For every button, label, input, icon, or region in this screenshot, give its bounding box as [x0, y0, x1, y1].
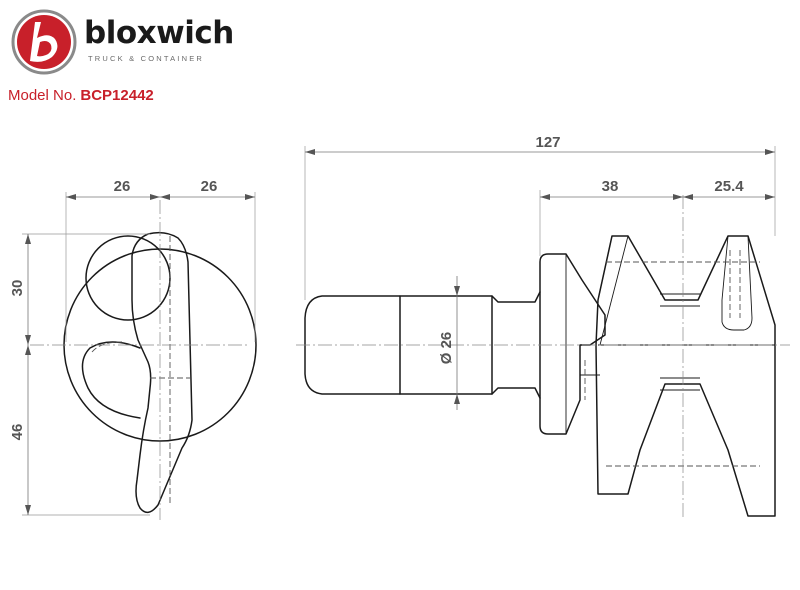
- dim-shank-diameter: Ø 26: [438, 332, 455, 365]
- brand-name: bloxwich: [84, 15, 234, 51]
- side-notch-bottom: [660, 377, 700, 391]
- front-view: 26 26 30 46: [9, 178, 257, 520]
- side-head-arrow: [765, 194, 775, 200]
- front-height-arrow: [25, 505, 31, 515]
- side-shank-end: [304, 295, 401, 395]
- model-number-label: Model No.BCP12442: [8, 87, 154, 104]
- side-diameter-arrow: [454, 286, 460, 296]
- front-upper-knob: [85, 235, 171, 321]
- side-neck: [491, 291, 541, 399]
- side-view: Ø 26 127 38 25.4: [296, 134, 790, 520]
- front-width-arrow: [160, 194, 170, 200]
- dim-head-length: 38: [602, 178, 619, 195]
- front-height-arrow: [25, 345, 31, 355]
- side-head-arrow: [683, 194, 693, 200]
- model-number: BCP12442: [80, 87, 154, 104]
- front-width-arrow: [245, 194, 255, 200]
- front-hook-hidden: [91, 341, 123, 353]
- model-label: Model No.: [8, 87, 77, 104]
- dim-front-width-right: 26: [201, 178, 218, 195]
- dim-front-height-lower: 46: [9, 424, 26, 441]
- front-height-arrow: [25, 335, 31, 345]
- bloxwich-logo: [11, 9, 77, 75]
- side-collar: [539, 253, 606, 435]
- side-diameter-arrow: [454, 394, 460, 404]
- side-notch-top: [660, 293, 700, 307]
- front-height-arrow: [25, 234, 31, 244]
- front-width-arrow: [66, 194, 76, 200]
- dim-tip-length: 25.4: [714, 178, 744, 195]
- dim-front-width-left: 26: [114, 178, 131, 195]
- side-head: [595, 235, 776, 517]
- side-head-arrow: [673, 194, 683, 200]
- side-overall-arrow: [765, 149, 775, 155]
- side-overall-arrow: [305, 149, 315, 155]
- side-tooth-slot: [721, 235, 753, 331]
- dim-overall-length: 127: [535, 134, 560, 151]
- brand-tagline: TRUCK & CONTAINER: [88, 54, 205, 63]
- side-tooth-hidden: [729, 250, 741, 318]
- dim-front-height-upper: 30: [9, 280, 26, 297]
- side-head-arrow: [540, 194, 550, 200]
- front-hook: [81, 341, 141, 419]
- side-tooth-edge: [597, 235, 629, 346]
- front-lever: [131, 231, 193, 514]
- front-width-arrow: [150, 194, 160, 200]
